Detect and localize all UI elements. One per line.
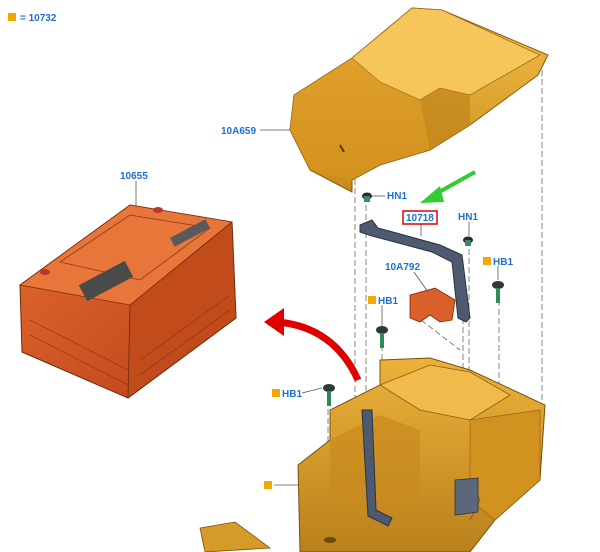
label-nut-left: HN1 [387, 191, 407, 202]
bolt-mid [376, 326, 388, 348]
legend-marker [8, 13, 16, 21]
label-nut-right: HN1 [458, 212, 478, 223]
alignment-lines [327, 70, 543, 540]
legend-text: = 10732 [20, 13, 57, 24]
label-bolt-right: HB1 [493, 257, 513, 268]
highlight-box [402, 210, 438, 225]
marker-bolt-left [272, 389, 280, 397]
nut-right [463, 236, 473, 246]
red-arrow [264, 308, 362, 382]
hold-down-bracket [359, 219, 479, 527]
battery [19, 204, 237, 399]
legend: = 10732 [8, 13, 57, 24]
nut-left [362, 192, 372, 202]
bolt-right [492, 281, 504, 303]
leader-lines [135, 129, 499, 486]
label-bolt-mid: HB1 [378, 296, 398, 307]
marker-tray [264, 481, 272, 489]
bolt-left [323, 384, 335, 406]
marker-bolt-right [483, 257, 491, 265]
battery-tray [199, 357, 546, 552]
label-cover: 10A659 [221, 126, 256, 137]
labels: 10A659 10655 HN1 10718 HN1 10A792 HB1 HB… [120, 126, 513, 489]
pad [409, 287, 456, 323]
label-pad: 10A792 [385, 262, 420, 273]
battery-cover [289, 7, 549, 193]
label-bracket: 10718 [406, 213, 434, 224]
marker-bolt-mid [368, 296, 376, 304]
fasteners [323, 192, 504, 406]
label-bolt-left: HB1 [282, 389, 302, 400]
label-battery: 10655 [120, 171, 148, 182]
green-arrow [420, 170, 476, 203]
